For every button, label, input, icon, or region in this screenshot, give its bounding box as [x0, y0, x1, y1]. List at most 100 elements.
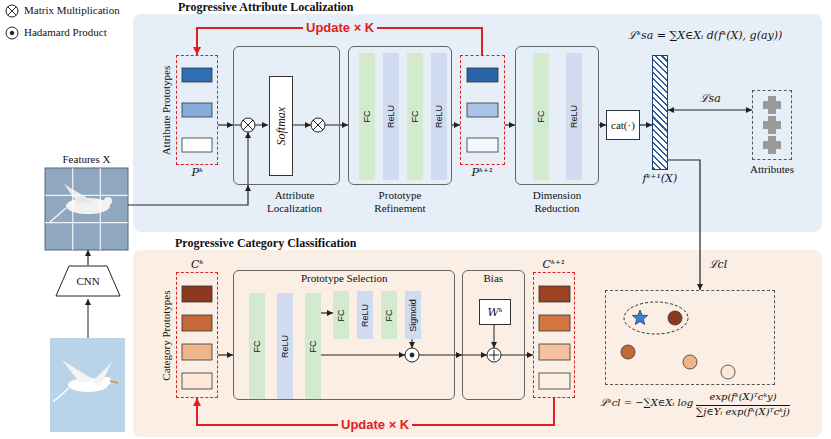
node-label: FC [362, 110, 373, 122]
edge-label: Update × K [338, 417, 412, 433]
relu-layer: ReLU [277, 293, 293, 399]
node-label: Attribute Prototypes [160, 65, 173, 155]
text-holder: fᵏ⁺¹(X) [643, 172, 678, 185]
bird-photo [103, 377, 111, 385]
fc-layer: FC [533, 53, 549, 180]
text-holder: exp(fᵏ(X)ᵀcᵏy) [710, 391, 777, 403]
node-label: Sigmoid [407, 299, 418, 332]
wire [462, 355, 487, 356]
node-label: ∑j∈Yᵢ exp(fᵏ(X)ᵀcᵏj) [696, 405, 790, 418]
bird-photo [92, 362, 112, 386]
text-holder: ReLU [434, 105, 445, 128]
feature-map: Features X [45, 168, 128, 250]
node-label: ReLU [434, 105, 445, 128]
embedding-point [721, 365, 735, 379]
relu-layer: ReLU [383, 53, 399, 180]
fc-layer: FC [305, 293, 321, 399]
text-holder: Prototype Refinement [360, 189, 440, 215]
text-holder: Progressive Category Classification [175, 236, 357, 250]
feature-map-picture [50, 208, 66, 222]
edge-label: ℒsa [698, 92, 723, 105]
sigmoid-layer: Sigmoid [405, 291, 421, 339]
node-label: FC [536, 110, 547, 122]
text-holder: Prototype Selection [301, 272, 387, 285]
embedding-point [668, 311, 682, 325]
node-label: Prototype Refinement [360, 189, 440, 215]
legend-label: Hadamard Product [24, 26, 107, 39]
connector [340, 124, 348, 125]
connector [87, 250, 88, 265]
node-label: Progressive Attribute Localization [178, 0, 354, 14]
text-holder: Bias [484, 272, 504, 285]
text-holder: cat(·) [611, 119, 635, 132]
wire [412, 338, 413, 348]
fc-layer: FC [407, 53, 423, 180]
node-label: ReLU [280, 334, 291, 357]
wire [494, 324, 495, 348]
wire [320, 355, 405, 356]
operator-symbol [487, 348, 501, 362]
weight-box: Wᵏ [479, 299, 511, 325]
operator-symbol [311, 118, 325, 132]
connector [599, 124, 606, 125]
node-label: CNN [77, 275, 100, 288]
node-label: ReLU [386, 105, 397, 128]
node-label: fᵏ⁺¹(X) [643, 172, 678, 185]
edge-label: ℒcl [707, 258, 730, 271]
bird-photo [50, 338, 125, 432]
relu-layer: ReLU [431, 53, 447, 180]
text-holder: ReLU [280, 334, 291, 357]
connector [218, 124, 233, 125]
text-holder: ℒcl [707, 258, 730, 271]
wire [292, 125, 311, 126]
node-label: FC [410, 110, 421, 122]
text-holder: Cᵏ⁺¹ [543, 258, 566, 271]
operator-symbol [405, 348, 419, 362]
prototype-vector [182, 373, 212, 389]
band: Progressive Category ClassificationCateg… [133, 250, 822, 437]
embedding-point [683, 355, 697, 369]
connector [505, 124, 515, 125]
embedding-point [632, 310, 647, 325]
prototype-box: Category PrototypesCᵏ [176, 272, 218, 398]
node-label: cat(·) [611, 119, 635, 132]
text-holder: Wᵏ [488, 306, 503, 319]
text-holder: Progressive Attribute Localization [178, 0, 354, 14]
legend-symbol [10, 31, 14, 35]
node-label: FC [308, 340, 319, 352]
node-label: Prototype Selection [301, 272, 387, 285]
text-holder: FC [384, 309, 395, 321]
text-holder: FC [362, 110, 373, 122]
prototype-vector [467, 138, 498, 152]
node-label: Category Prototypes [160, 290, 173, 380]
embedding-point [621, 302, 735, 379]
feature-map-picture [104, 197, 112, 205]
embedding-point [621, 345, 635, 359]
node-label: FC [336, 309, 347, 321]
text-holder: ReLU [569, 105, 580, 128]
text-holder: Update × K [338, 417, 412, 433]
text-holder: CNN [77, 275, 100, 288]
attribute-box: Attributes [752, 90, 792, 160]
text-holder: Pᵏ⁺¹ [472, 166, 494, 179]
wire [233, 125, 241, 126]
node-label: Bias [484, 272, 504, 285]
node-label: Softmax [274, 107, 288, 146]
prototype-vector [467, 103, 498, 117]
process-block: Prototype RefinementFCReLUFCReLU [348, 46, 452, 185]
node-label: Progressive Category Classification [175, 236, 357, 250]
text-holder: ℒsa [698, 92, 723, 105]
band: Progressive Attribute LocalizationAttrib… [133, 14, 822, 232]
operator-symbol [313, 120, 323, 130]
trapezoid-outline [56, 266, 120, 296]
text-holder: Features X [63, 153, 111, 166]
operator-symbol [243, 120, 253, 130]
prototype-box: Pᵏ⁺¹ [460, 55, 505, 165]
operator-symbol [410, 353, 414, 357]
fc-layer: FC [333, 291, 349, 339]
operator-symbol [489, 350, 499, 360]
fc-layer: FC [381, 291, 397, 339]
legend-symbol [6, 5, 18, 39]
prototype-box: Attribute PrototypesPᵏ [176, 55, 218, 165]
prototype-vector [182, 344, 212, 360]
